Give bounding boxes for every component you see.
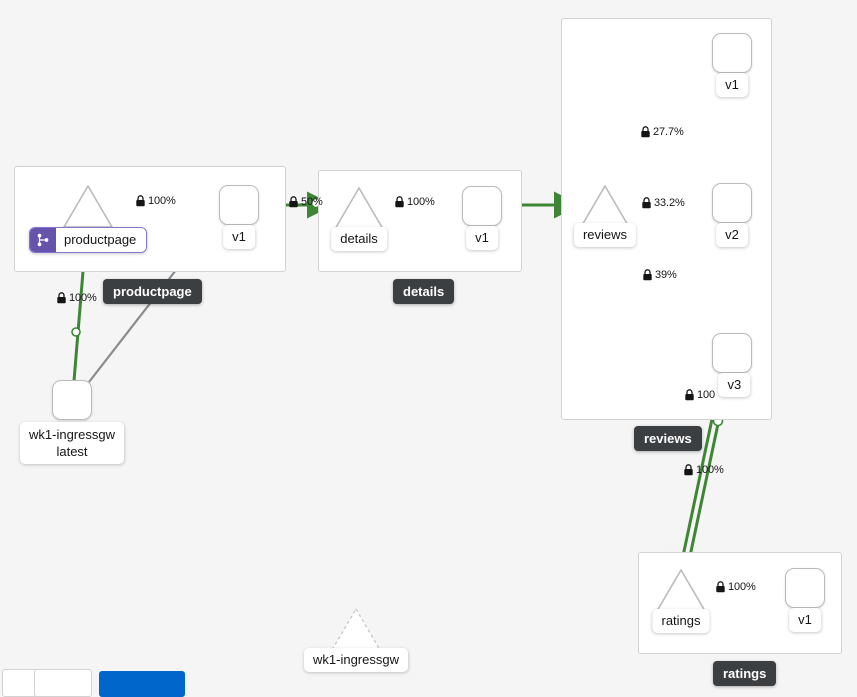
workload-shape <box>712 183 752 223</box>
edge-label-v3-to-ratings-inner[interactable]: 100 <box>684 389 715 401</box>
edge-label-text: 100% <box>148 195 176 207</box>
node-details-app[interactable]: details <box>331 186 387 251</box>
lock-icon <box>289 196 298 208</box>
node-productpage-v1[interactable]: v1 <box>219 185 259 249</box>
lock-icon <box>57 292 66 304</box>
edge-label-text: 100% <box>69 292 97 304</box>
edge-label-text: 100% <box>728 581 756 593</box>
node-label-line-2: latest <box>56 444 88 459</box>
node-ratings-v1[interactable]: v1 <box>785 568 825 632</box>
bottom-toolbar <box>0 669 857 697</box>
edge-label-reviews-to-ratings[interactable]: 100% <box>683 464 724 476</box>
edge-label-text: 100% <box>696 464 724 476</box>
lock-icon <box>136 195 145 207</box>
lock-icon <box>716 581 725 593</box>
workload-shape <box>219 185 259 225</box>
node-reviews-app[interactable]: reviews <box>573 184 637 247</box>
workload-shape <box>712 333 752 373</box>
edge-label-reviews-to-v3[interactable]: 39% <box>642 269 677 281</box>
edge-label-ingressgw-to-productpage[interactable]: 100% <box>56 292 97 304</box>
lock-icon <box>685 389 694 401</box>
node-details-v1[interactable]: v1 <box>462 186 502 250</box>
node-label-productpage-v1: v1 <box>223 225 255 249</box>
toolbar-chip-middle[interactable] <box>34 669 92 697</box>
edge-label-text: 100 <box>697 389 716 401</box>
lock-icon <box>641 126 650 138</box>
node-label-line-1: wk1-ingressgw <box>29 427 115 442</box>
virtual-service-badge-icon <box>30 228 56 252</box>
lock-icon <box>395 196 404 208</box>
node-label-ingressgw: wk1-ingressgw latest <box>20 422 124 464</box>
node-ingressgw[interactable]: wk1-ingressgw latest <box>20 380 124 464</box>
group-label-productpage[interactable]: productpage <box>103 279 202 304</box>
edge-label-productpage-to-v1[interactable]: 100% <box>135 195 176 207</box>
node-label-reviews-v1: v1 <box>716 73 748 97</box>
triangle-shape <box>655 568 707 613</box>
node-ingressgw-ghost[interactable]: wk1-ingressgw <box>304 607 408 672</box>
group-label-details[interactable]: details <box>393 279 455 304</box>
node-label-text: productpage <box>56 228 147 252</box>
node-label-productpage-app[interactable]: productpage <box>29 227 148 253</box>
group-label-reviews[interactable]: reviews <box>634 426 702 451</box>
workload-shape <box>462 186 502 226</box>
edge-label-text: 39% <box>655 269 677 281</box>
edge-label-ratings-to-v1[interactable]: 100% <box>715 581 756 593</box>
triangle-shape <box>333 186 385 231</box>
node-label-reviews-v2: v2 <box>716 223 748 247</box>
workload-shape <box>52 380 92 420</box>
edge-label-reviews-to-v1[interactable]: 27.7% <box>640 126 684 138</box>
node-reviews-v3[interactable]: v3 <box>712 333 752 397</box>
lock-icon <box>643 269 652 281</box>
edge-label-text: 100% <box>407 196 435 208</box>
node-productpage-app[interactable] <box>62 184 114 229</box>
node-label-reviews-v3: v3 <box>718 373 751 397</box>
node-label-ratings-app: ratings <box>652 609 710 633</box>
lock-icon <box>642 197 651 209</box>
node-label-details-app: details <box>331 227 387 251</box>
toolbar-primary-button[interactable] <box>99 671 185 697</box>
workload-shape <box>712 33 752 73</box>
node-ratings-app[interactable]: ratings <box>652 568 710 633</box>
edge-label-productpage-to-details[interactable]: 50% <box>288 196 323 208</box>
node-label-ingressgw-ghost: wk1-ingressgw <box>304 648 408 672</box>
edge-label-text: 33.2% <box>654 197 685 209</box>
lock-icon <box>684 464 693 476</box>
workload-shape <box>785 568 825 608</box>
node-label-ratings-v1: v1 <box>789 608 821 632</box>
group-label-ratings[interactable]: ratings <box>713 661 777 686</box>
node-reviews-v1[interactable]: v1 <box>712 33 752 97</box>
node-label-reviews-app: reviews <box>573 223 637 247</box>
edge-label-text: 27.7% <box>653 126 684 138</box>
node-label-details-v1: v1 <box>466 226 498 250</box>
triangle-shape <box>62 184 114 229</box>
edge-label-details-to-v1[interactable]: 100% <box>394 196 435 208</box>
triangle-shape-dashed <box>330 607 382 652</box>
node-reviews-v2[interactable]: v2 <box>712 183 752 247</box>
edge-label-text: 50% <box>301 196 323 208</box>
edge-label-reviews-to-v2[interactable]: 33.2% <box>641 197 685 209</box>
